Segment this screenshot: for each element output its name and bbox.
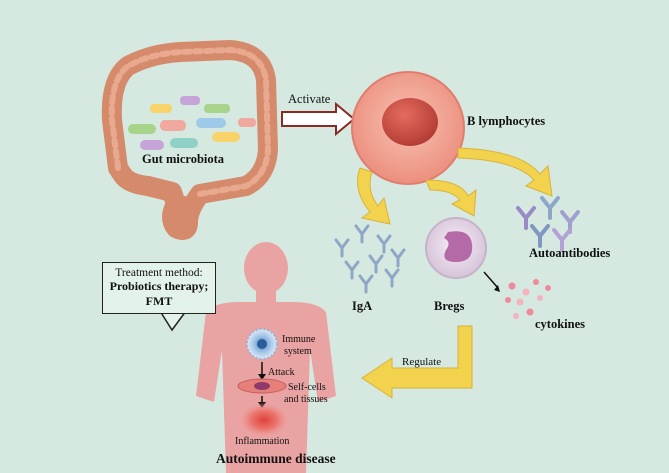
label-inflammation: Inflammation <box>235 436 290 447</box>
intestine-highlight <box>108 46 272 197</box>
self-cell-icon <box>237 378 287 394</box>
label-activate: Activate <box>288 92 331 106</box>
label-gut-microbiota: Gut microbiota <box>142 152 225 166</box>
immune-cell-icon <box>246 328 278 360</box>
treatment-callout: Treatment method: Probiotics therapy; FM… <box>102 262 216 314</box>
breg-to-cytokines-arrowhead <box>494 285 500 292</box>
gut-illustration <box>101 40 278 240</box>
b-lymphocyte-cell <box>351 71 465 185</box>
label-iga: IgA <box>352 299 373 313</box>
breg-nucleus <box>444 231 473 262</box>
breg-cell <box>425 217 487 279</box>
callout-title: Treatment method: <box>115 267 203 279</box>
bacteria-cluster <box>128 96 256 150</box>
cytokine-dots <box>505 279 551 319</box>
callout-pointer <box>159 310 187 332</box>
arrow-to-iga <box>357 167 391 225</box>
label-autoantibodies: Autoantibodies <box>529 246 611 260</box>
autoantibodies-cluster <box>516 196 580 252</box>
breg-to-cytokines-arrow <box>483 271 499 289</box>
label-immune-2: system <box>284 346 312 357</box>
label-regulate: Regulate <box>402 356 442 368</box>
label-attack: Attack <box>268 367 295 378</box>
label-cytokines: cytokines <box>535 317 585 331</box>
head <box>244 242 288 294</box>
label-immune-1: Immune <box>282 334 316 345</box>
regulate-arrow <box>361 325 473 399</box>
label-b-lymphocytes: B lymphocytes <box>467 114 546 128</box>
arrow-to-bregs <box>425 179 477 217</box>
callout-line1: Probiotics therapy; <box>109 279 209 293</box>
iga-antibodies <box>334 224 406 294</box>
label-autoimmune-disease: Autoimmune disease <box>216 451 336 466</box>
attack-arrowhead <box>258 374 266 380</box>
inflammation-spot <box>238 402 290 438</box>
label-bregs: Bregs <box>434 299 465 313</box>
label-self-cells-1: Self-cells <box>288 382 326 393</box>
arrow-to-autoantibodies <box>457 147 553 197</box>
b-cell-nucleus <box>382 98 438 146</box>
activate-arrow <box>281 101 356 137</box>
label-self-cells-2: and tissues <box>284 394 328 405</box>
rectum <box>170 196 198 232</box>
callout-line2: FMT <box>145 294 173 308</box>
